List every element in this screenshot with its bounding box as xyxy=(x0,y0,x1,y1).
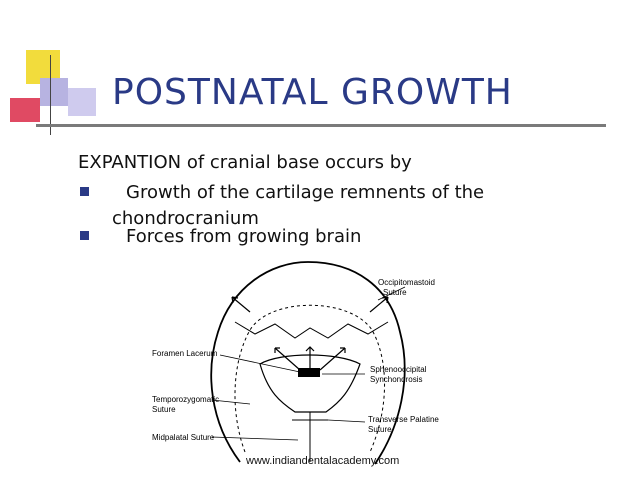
bullet-text-1: Growth of the cartilage remnents of the xyxy=(126,182,485,203)
inner-dashed-outline xyxy=(234,304,385,453)
bullet-text-2: Forces from growing brain xyxy=(126,226,362,247)
decor-lavender-square xyxy=(40,78,68,106)
skull-base-diagram: Occipitomastoid Suture Foramen Lacerum S… xyxy=(152,261,439,465)
bullet-text-1-cont: chondrocranium xyxy=(112,208,259,229)
synchondrosis-block xyxy=(298,368,320,377)
label-transverse-palatine: Transverse Palatine xyxy=(368,415,439,424)
label-occipitomastoid: Occipitomastoid xyxy=(378,278,435,287)
decor-vertical-line xyxy=(50,55,51,135)
label-suture-3: Suture xyxy=(368,425,392,434)
leader-lines xyxy=(211,286,406,441)
label-synchondrosis: Synchondrosis xyxy=(370,375,422,384)
slide-title: POSTNATAL GROWTH xyxy=(112,72,513,113)
label-suture-1: Suture xyxy=(383,288,407,297)
title-underline xyxy=(36,124,606,127)
lambdoid-suture xyxy=(234,321,389,339)
label-midpalatal-suture: Midpalatal Suture xyxy=(152,433,215,442)
cranial-base xyxy=(259,354,361,413)
bullet-square-icon xyxy=(80,187,89,196)
label-sphenooccipital: Sphenooccipital xyxy=(370,365,427,374)
footer-url: www.indiandentalacademy.com xyxy=(246,455,400,467)
label-foramen-lacerum: Foramen Lacerum xyxy=(152,349,218,358)
skull-outline xyxy=(210,261,406,465)
growth-arrows xyxy=(231,296,389,371)
bullet-square-icon-2 xyxy=(80,231,89,240)
label-suture-2: Suture xyxy=(152,405,176,414)
label-temporozygomatic: Temporozygomatic xyxy=(152,395,219,404)
decor-lavender-square-2 xyxy=(68,88,96,116)
decor-red-square xyxy=(10,98,40,122)
intro-text: EXPANTION of cranial base occurs by xyxy=(78,152,412,173)
